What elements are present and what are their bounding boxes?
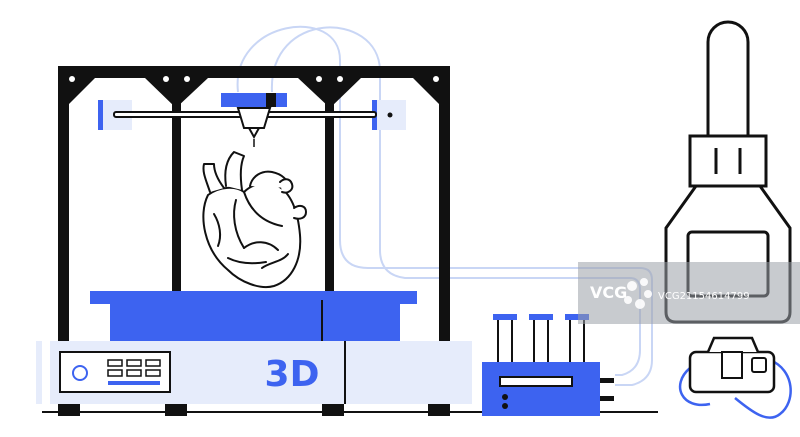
watermark: VCG VCG21154614799	[578, 262, 800, 324]
panel-display-bar	[108, 381, 160, 385]
print-head	[221, 93, 287, 147]
control-panel	[59, 351, 171, 393]
watermark-logo-icon	[624, 278, 652, 309]
test-tube-rack-icon	[482, 314, 614, 416]
panel-buttons	[107, 359, 161, 377]
power-knob	[72, 365, 88, 381]
printer-frame	[58, 66, 450, 356]
watermark-id: VCG21154614799	[658, 291, 750, 302]
printer-label: 3D	[265, 354, 320, 395]
vr-headset-icon	[678, 336, 792, 419]
watermark-brand: VCG	[590, 283, 627, 302]
anatomical-heart-icon	[202, 151, 307, 288]
build-plate	[90, 291, 417, 341]
